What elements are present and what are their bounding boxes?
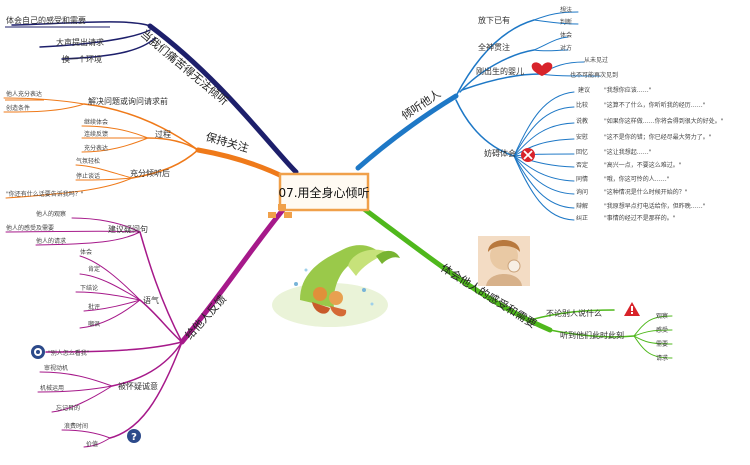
- hinder-item: 纠正: [576, 215, 588, 222]
- hinder-quote: "这让我想起……": [604, 148, 652, 156]
- cancel-x-icon: [521, 148, 535, 162]
- question-icon: ?: [127, 429, 141, 443]
- center-node[interactable]: 07.用全身心倾听: [278, 172, 370, 212]
- hinder-quote: "这算不了什么，你听听我的经历……": [604, 101, 706, 109]
- feedback-suspect-label: 被怀疑诚意: [118, 381, 158, 391]
- feedback-tone-item: 批评: [88, 303, 100, 311]
- focus-resolve-item: 他人充分表达: [6, 90, 42, 98]
- hinder-quote: "事情的经过不是那样的。": [604, 214, 676, 222]
- hinder-item: 辩解: [576, 202, 588, 210]
- hinder-item: 回忆: [576, 148, 588, 156]
- feedback-tone-item: 体会: [80, 248, 92, 256]
- listen-focus-item: 对方: [560, 44, 572, 52]
- listen-focus-item: 体会: [560, 31, 572, 39]
- feedback-suspect-item: 机械运用: [40, 384, 64, 392]
- hinder-quote: "我原想早点打电话给你，但昨晚……": [604, 202, 706, 210]
- hinder-item: 比较: [576, 101, 588, 109]
- feedback-cost-item: 浪费时间: [64, 422, 88, 430]
- feedback-quote: "别人怎么看我": [48, 349, 90, 357]
- focus-resolve-item: 创造条件: [6, 104, 30, 112]
- photo-woman-icon: [478, 236, 530, 286]
- focus-process-label: 过程: [155, 129, 171, 139]
- feedback-tone-item: 嘲讽: [88, 320, 100, 328]
- hinder-item: 建议: [578, 86, 590, 94]
- hinder-item: 说教: [576, 117, 588, 125]
- focus-signal-item: 气氛轻松: [76, 157, 100, 165]
- feedback-suggest-item: 他人的请求: [36, 237, 66, 245]
- suffer-item: 大声提出请求: [56, 37, 104, 47]
- listen-focus-label: 全神贯注: [478, 42, 510, 52]
- feedback-suggest-item: 他人的观察: [36, 210, 66, 218]
- branch-feedback-label: 给他人反馈: [183, 292, 229, 342]
- listen-drop-item: 判断: [560, 18, 572, 26]
- empathy-sub2-label: 听到他们此时此刻: [560, 330, 624, 340]
- suffer-item: 体会自己的感受和需要: [6, 15, 86, 25]
- feedback-suspect-item: 忘记目的: [56, 404, 80, 412]
- heart-icon: [531, 62, 553, 76]
- feedback-cost-item: 价值: [86, 440, 98, 448]
- suffer-item: 换一个环境: [62, 54, 102, 64]
- listen-baby-label: 刚出生的婴儿: [476, 66, 524, 76]
- hinder-item: 同情: [576, 175, 588, 183]
- help-bubble-icon: [31, 345, 45, 359]
- focus-signal-label: 充分倾听后: [130, 168, 170, 178]
- listen-baby-item: 从未见过: [584, 56, 608, 64]
- center-title: 07.用全身心倾听: [278, 185, 369, 200]
- branch-suffer-label: 当我们痛苦得无法倾听: [138, 27, 231, 108]
- focus-process-item: 继续体会: [84, 118, 108, 126]
- feedback-suggest-item: 他人的感受及需要: [6, 224, 54, 232]
- warning-icon: [624, 302, 640, 316]
- listen-drop-item: 想法: [560, 6, 572, 14]
- feedback-suggest-label: 建议疑问句: [108, 224, 148, 234]
- feedback-tone-item: 肯定: [88, 265, 100, 273]
- focus-resolve-label: 解决问题或询问请求前: [88, 96, 168, 106]
- feedback-suspect-item: 审视动机: [44, 364, 68, 372]
- illustration-children-icon: [272, 245, 400, 327]
- listen-drop-label: 放下已有: [478, 15, 510, 25]
- focus-process-item: 充分表达: [84, 144, 108, 152]
- feedback-tone-item: 下结论: [80, 284, 98, 292]
- empathy-sub2-item: 需要: [656, 341, 668, 348]
- empathy-sub2-item: 感受: [656, 326, 668, 334]
- hinder-quote: "这种情况是什么时候开始的？": [604, 188, 688, 196]
- hinder-quote: "哦，你这可怜的人……": [604, 175, 670, 183]
- hinder-item: 安慰: [576, 133, 588, 141]
- listen-baby-item: 也不可能再次见到: [570, 71, 618, 79]
- hinder-quote: "我想你应该……": [604, 86, 652, 94]
- hinder-quote: "高兴一点，不要这么难过。": [604, 161, 682, 169]
- hinder-item: 询问: [576, 188, 588, 196]
- svg-text:?: ?: [131, 432, 137, 443]
- hinder-item: 否定: [576, 161, 588, 169]
- listen-hinder-label: 妨碍体会: [484, 148, 516, 158]
- empathy-sub2-item: 请求: [656, 354, 668, 362]
- focus-quote: "你还有什么话要告诉我吗？": [6, 190, 84, 198]
- feedback-tone-label: 语气: [143, 295, 159, 305]
- focus-process-item: 连续反馈: [84, 130, 108, 138]
- empathy-sub2-item: 观察: [656, 312, 668, 320]
- corner-blocks-icon: [268, 204, 292, 218]
- hinder-quote: "如果你这样做……你将会得到很大的好处。": [604, 117, 724, 125]
- focus-signal-item: 停止谈话: [76, 172, 100, 180]
- empathy-sub1-label: 不论别人说什么: [546, 308, 602, 318]
- hinder-quote: "这不是你的错；你已经尽最大努力了。": [604, 133, 712, 141]
